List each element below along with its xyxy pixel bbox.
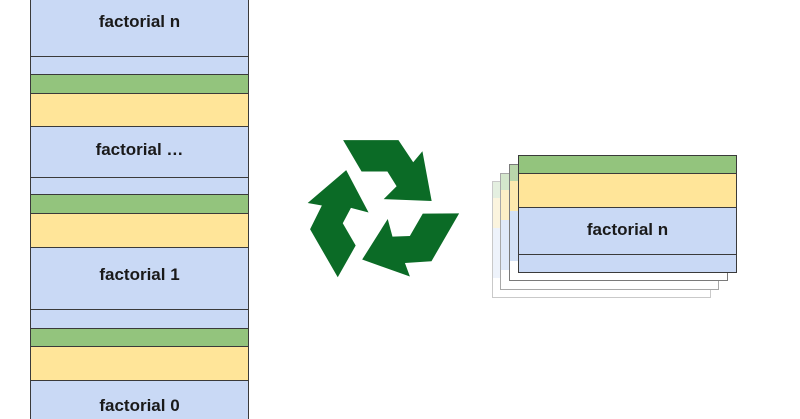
frame-header-yellow	[30, 213, 249, 248]
reused-frame-footer	[518, 254, 737, 273]
frame-body	[30, 247, 249, 310]
reused-frame-label: factorial n	[586, 220, 669, 239]
frame-header-yellow	[30, 93, 249, 127]
recycle-icon	[307, 140, 460, 278]
frame-label-n: factorial n	[98, 12, 181, 31]
frame-label-1: factorial 1	[99, 265, 180, 284]
frame-header-green	[30, 194, 249, 214]
frame-footer	[30, 309, 249, 329]
recycle-arrow-segment	[343, 140, 432, 201]
frame-label-0: factorial 0	[99, 396, 180, 415]
frame-body	[30, 126, 249, 178]
frame-footer	[30, 177, 249, 195]
frame-header-yellow	[30, 346, 249, 381]
frame-header-green	[30, 328, 249, 347]
recycle-arrows	[307, 140, 460, 278]
frame-footer	[30, 56, 249, 75]
reused-frame-header-green	[518, 155, 737, 174]
recycle-arrow-segment	[362, 213, 460, 277]
reused-frame-header-yellow	[518, 173, 737, 208]
frame-header-green	[30, 74, 249, 94]
frame-label-ellipsis: factorial …	[95, 140, 184, 159]
reused-frame-body	[518, 207, 737, 255]
frame-body	[30, 380, 249, 419]
recycle-arrow-segment	[307, 170, 369, 278]
frame-body	[30, 0, 249, 57]
